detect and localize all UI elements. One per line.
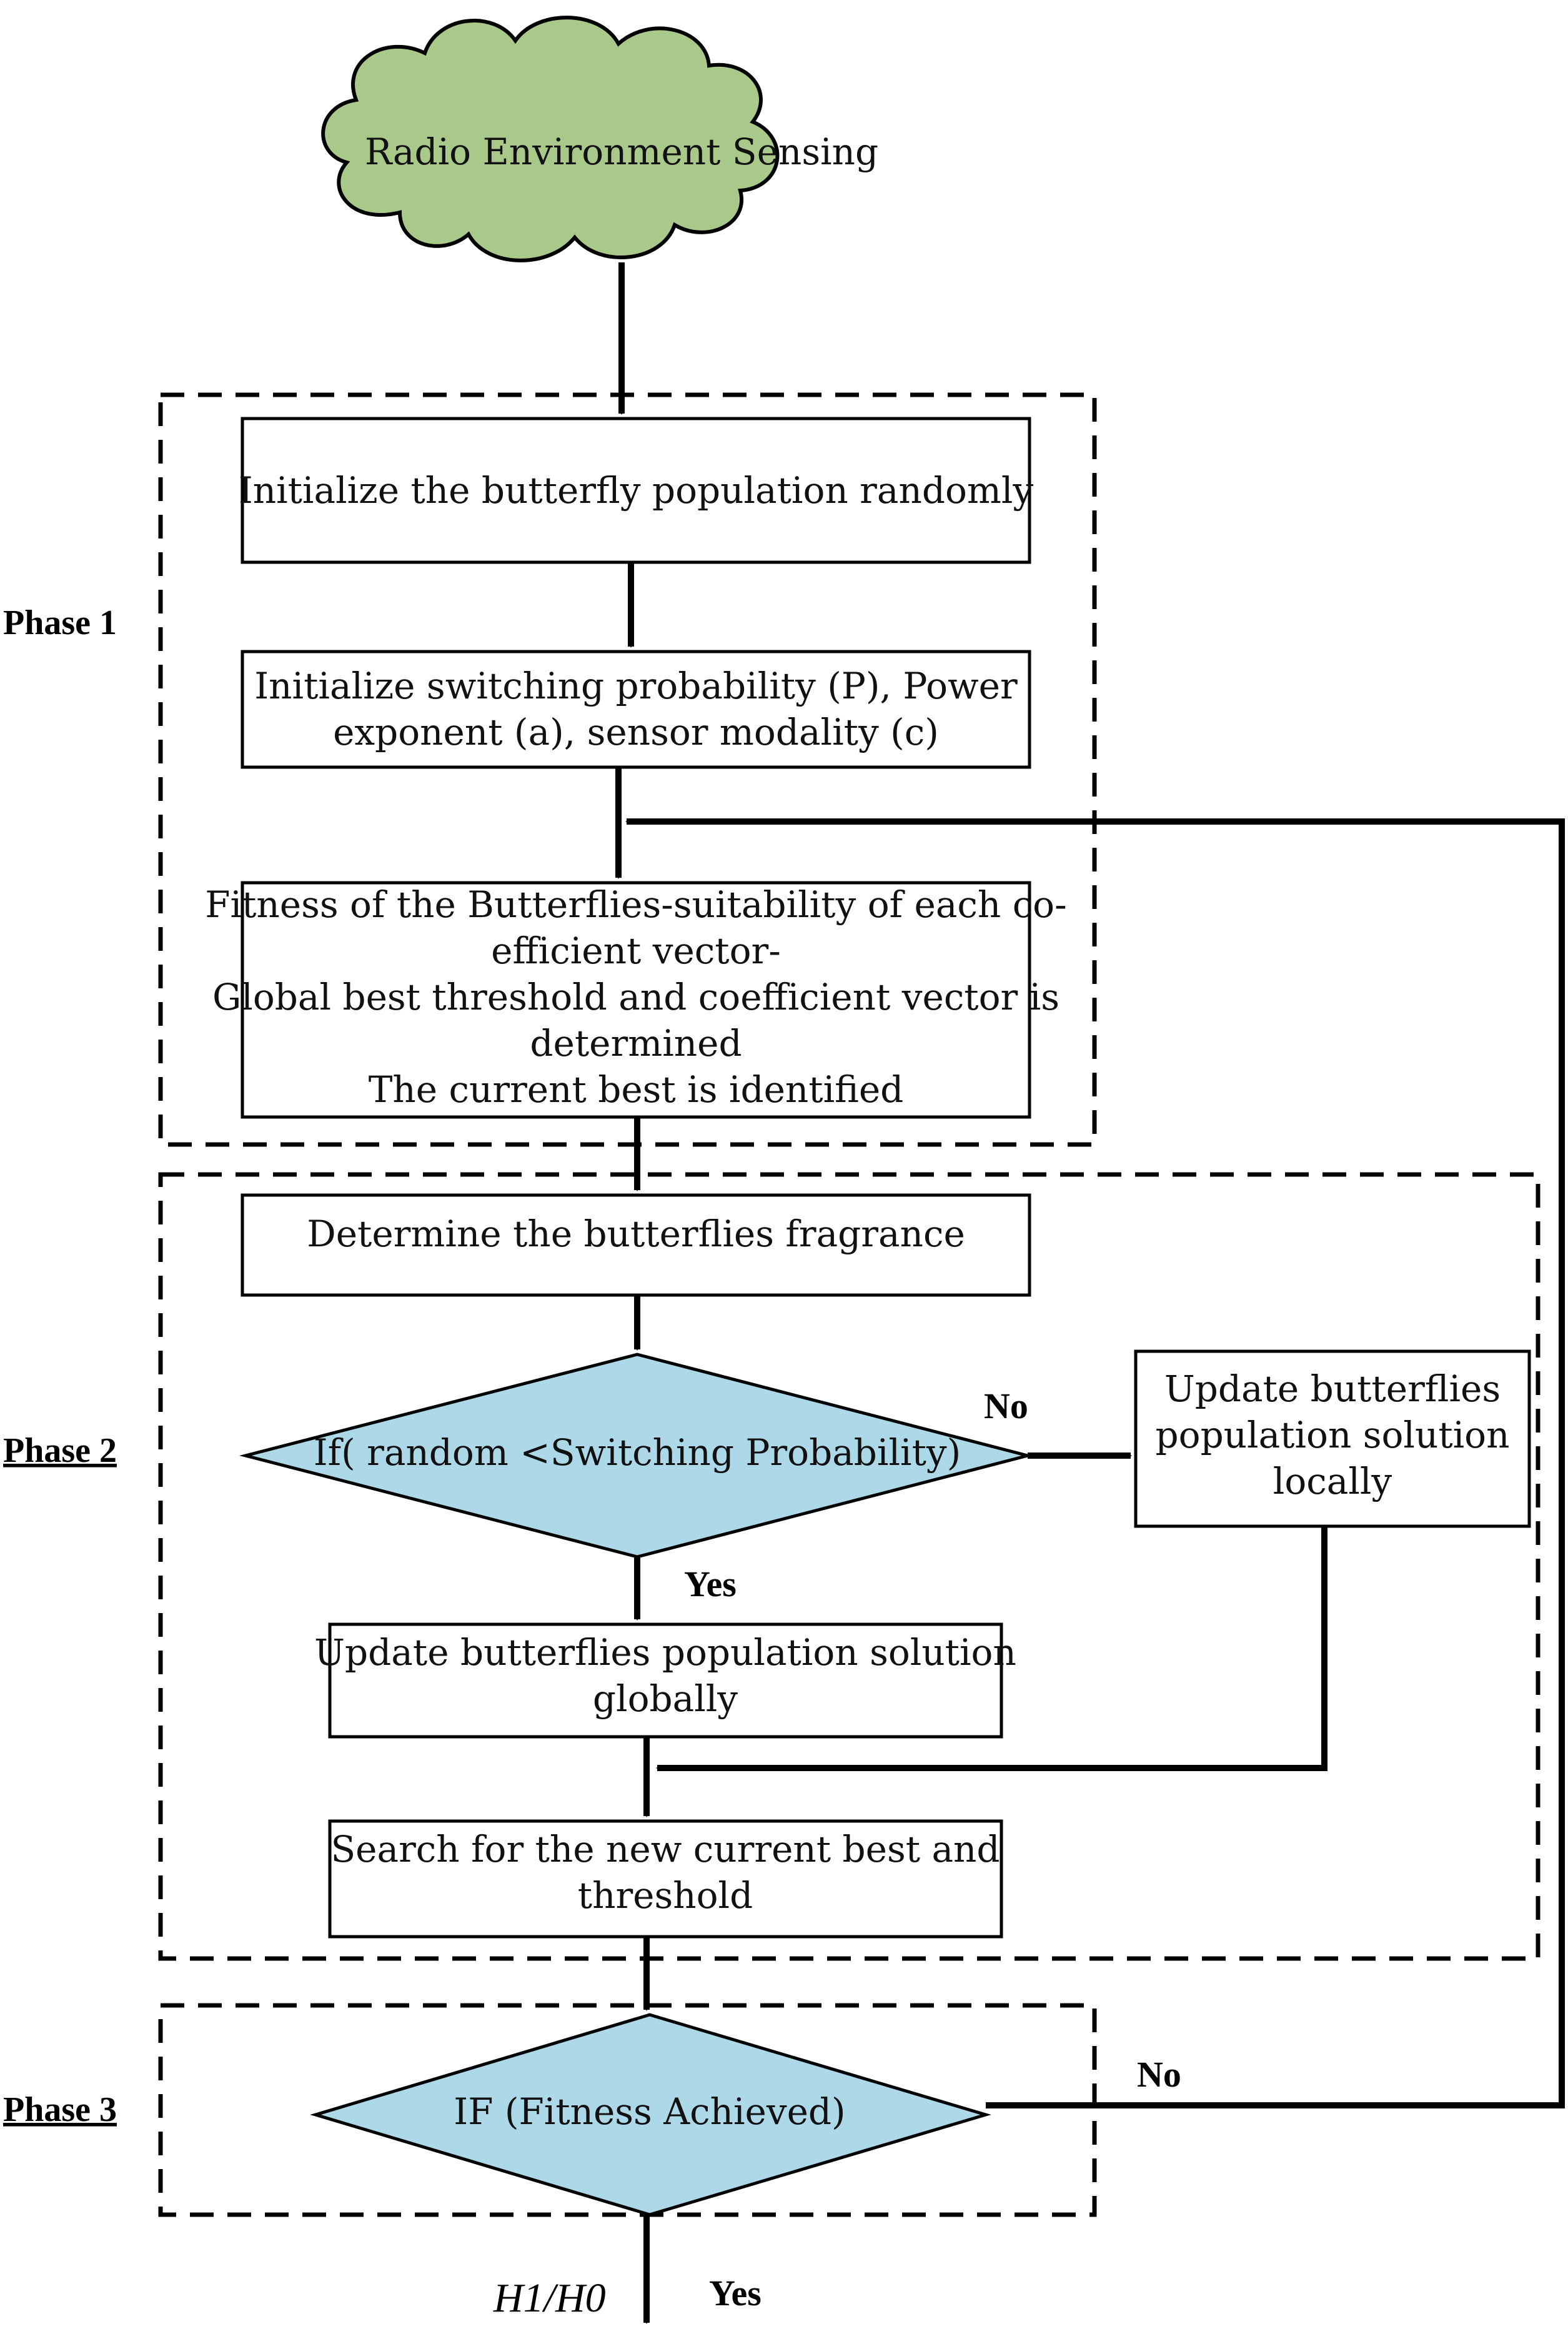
step-init-population — [241, 417, 1031, 564]
decision-switching-text: If( random <Switching Probability) — [314, 1431, 961, 1474]
step-fragrance-text-line: Determine the butterflies fragrance — [307, 1213, 965, 1255]
step-init-params-text: Initialize switching probability (P), Po… — [254, 665, 1018, 753]
step-fitness — [241, 881, 1031, 1119]
step-fitness-text-line: The current best is identified — [369, 1068, 904, 1111]
cloud-shape — [321, 16, 780, 262]
branch-switch-yes: Yes — [684, 1564, 737, 1604]
step-fitness-text-line: determined — [530, 1022, 742, 1065]
output-label: H1/H0 — [493, 2275, 606, 2321]
step-fitness-text-line: Fitness of the Butterflies-suitability o… — [205, 883, 1066, 926]
branch-fitness-no: No — [1137, 2054, 1181, 2095]
step-init-params-text-line: exponent (a), sensor modality (c) — [333, 711, 939, 753]
step-update-global-text-line: globally — [593, 1677, 738, 1720]
phase2-region — [158, 1172, 1541, 1961]
branch-fitness-yes: Yes — [709, 2273, 762, 2313]
phase1-region — [158, 392, 1097, 1147]
start-label: Radio Environment Sensing — [365, 131, 878, 173]
step-update-local-text-line: population solution — [1156, 1414, 1510, 1456]
start-cloud — [321, 16, 780, 262]
step-init-params-text-line: Initialize switching probability (P), Po… — [254, 665, 1018, 707]
decision-switching-text-line: If( random <Switching Probability) — [314, 1431, 961, 1474]
phase3-region — [158, 2003, 1097, 2217]
step-fitness-text-line: Global best threshold and coefficient ve… — [212, 976, 1059, 1018]
step-init-params — [241, 650, 1031, 769]
decision-fitness-text: IF (Fitness Achieved) — [454, 2090, 845, 2133]
decision-fitness-text-line: IF (Fitness Achieved) — [454, 2090, 845, 2133]
step-fitness-text: Fitness of the Butterflies-suitability o… — [205, 883, 1066, 1111]
step-fragrance-text: Determine the butterflies fragrance — [307, 1213, 965, 1255]
step-update-local — [1134, 1349, 1531, 1528]
connectors — [615, 262, 1565, 2324]
step-init-population-text: Initialize the butterfly population rand… — [239, 469, 1034, 512]
branch-switch-no: No — [984, 1386, 1028, 1426]
step-search-best-text-line: Search for the new current best and — [330, 1828, 1000, 1870]
step-update-global-text-line: Update butterflies population solution — [314, 1631, 1016, 1674]
phase3-label: Phase 3 — [3, 2090, 117, 2129]
step-search-best — [328, 1819, 1003, 1939]
step-update-local-text-line: locally — [1273, 1460, 1392, 1502]
phase1-label: Phase 1 — [3, 603, 117, 642]
step-init-population-text-line: Initialize the butterfly population rand… — [239, 469, 1034, 512]
step-update-local-text-line: Update butterflies — [1164, 1368, 1501, 1410]
step-fitness-text-line: efficient vector- — [491, 930, 781, 972]
arrow-local-to-merge — [656, 1526, 1327, 1771]
phase2-label: Phase 2 — [3, 1431, 117, 1470]
arrow-fitness-no-loop — [625, 818, 1565, 2108]
step-search-best-text-line: threshold — [578, 1874, 753, 1917]
step-fragrance — [241, 1193, 1031, 1297]
step-update-global — [328, 1622, 1003, 1739]
